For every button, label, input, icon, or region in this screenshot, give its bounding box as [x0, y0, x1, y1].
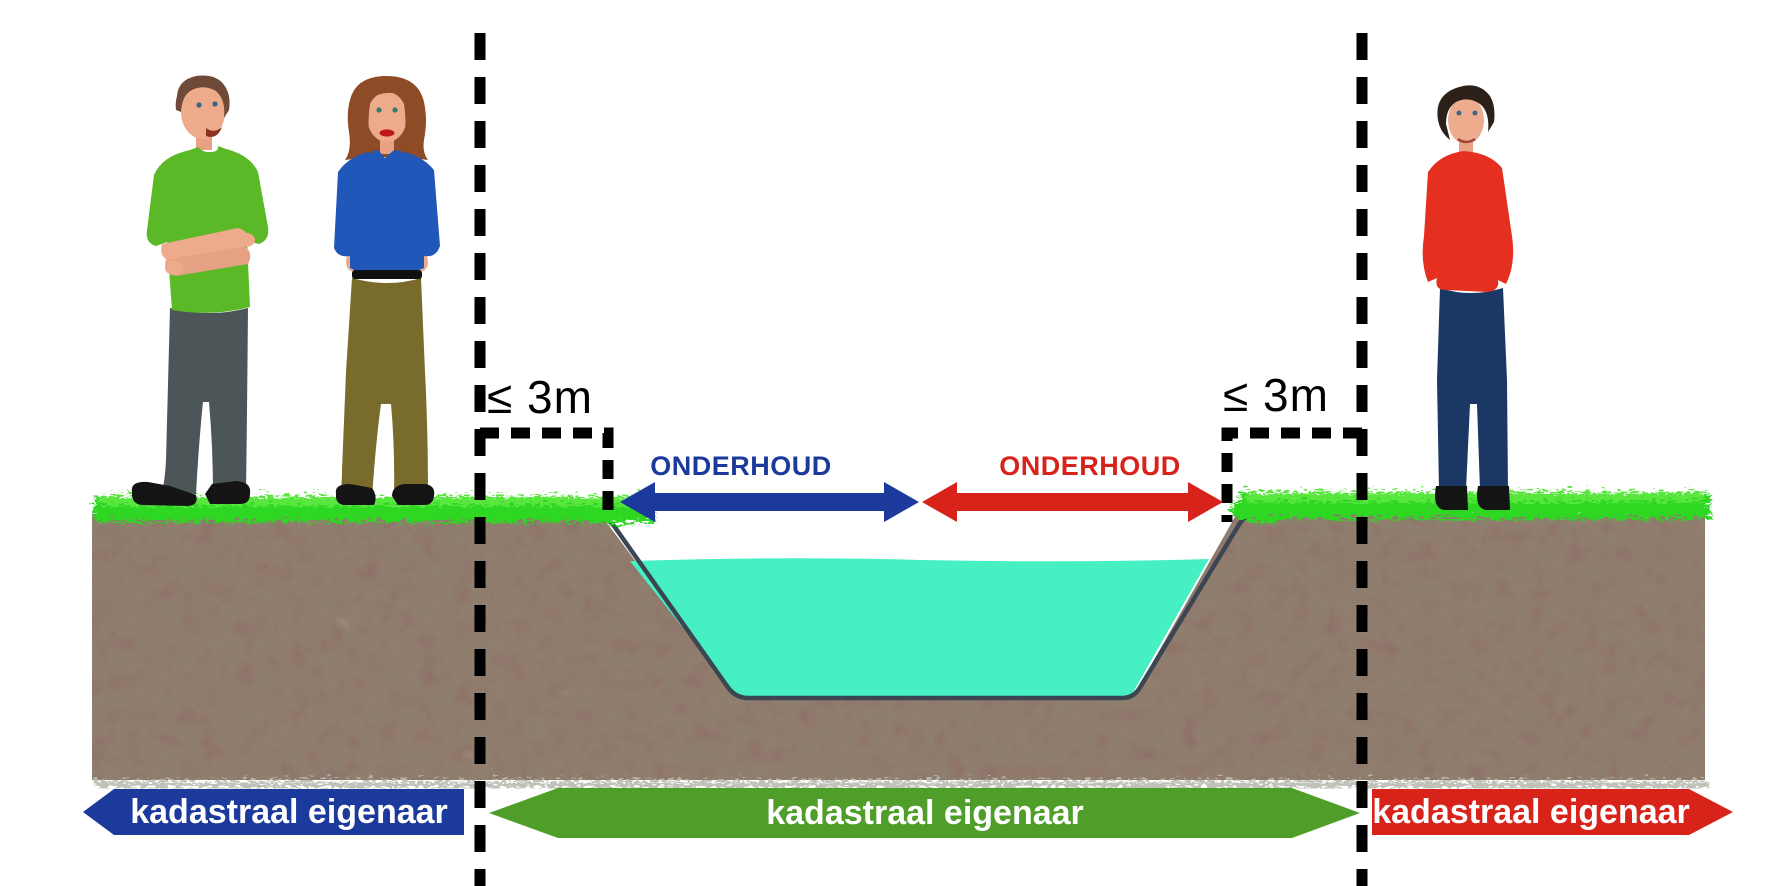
person-left-female-belt [352, 270, 422, 279]
ownership-banners [83, 788, 1733, 838]
ownership-label-left: kadastraal eigenaar [130, 793, 448, 831]
ditch-water [630, 558, 1209, 696]
maintenance-label-left: ONDERHOUD [650, 451, 832, 481]
person-left-male-shoe-right [205, 481, 251, 504]
person-left-female-lips [379, 129, 395, 137]
distance-bracket-left [480, 427, 614, 522]
ownership-banner-left [83, 789, 464, 835]
maintenance-arrow-right [922, 482, 1223, 522]
person-left-male [131, 75, 269, 506]
person-right-male [1422, 85, 1514, 510]
person-right-male-shoe-right [1477, 486, 1510, 510]
person-left-male-forearm-upper [161, 228, 249, 262]
person-left-male-mouth [206, 127, 222, 137]
person-left-female [334, 76, 440, 505]
person-left-male-pants [162, 308, 248, 494]
grass-right-highlight [1242, 488, 1700, 498]
maintenance-arrow-left [620, 482, 919, 522]
person-left-male-hand [237, 233, 255, 247]
ownership-label-center: kadastraal eigenaar [766, 794, 1084, 832]
maintenance-arrows [620, 482, 1223, 522]
person-left-male-hand2 [165, 261, 183, 275]
person-left-male-eye [196, 102, 202, 108]
person-left-male-eye2 [212, 101, 218, 107]
person-left-male-face [181, 85, 225, 139]
person-left-male-hair [175, 75, 230, 118]
ownership-banner-center [489, 788, 1360, 838]
person-right-male-shoe-left [1435, 486, 1468, 510]
person-right-male-pants [1437, 288, 1508, 490]
person-left-female-eye2 [392, 107, 398, 113]
person-right-male-mouth [1457, 137, 1476, 144]
person-left-female-pants [340, 278, 428, 497]
person-right-male-face [1448, 96, 1484, 144]
person-left-female-eye [376, 107, 382, 113]
person-left-female-hair-lock-right [401, 102, 414, 153]
person-left-female-hair-lock-left [360, 102, 373, 153]
person-left-female-shirt [334, 150, 440, 277]
distance-label-left: ≤ 3m [487, 371, 593, 423]
ownership-label-right: kadastraal eigenaar [1372, 793, 1690, 831]
maintenance-label-right: ONDERHOUD [999, 451, 1181, 481]
cadastral-boundaries [474, 33, 1368, 886]
person-left-male-shoe-left [131, 481, 197, 506]
distance-label-right: ≤ 3m [1223, 369, 1329, 421]
distance-bracket-right [1221, 427, 1362, 522]
person-left-female-shoe-left [335, 484, 376, 505]
person-left-male-shirt [146, 146, 269, 313]
person-right-male-eye2 [1472, 110, 1478, 116]
person-left-male-forearm-lower [165, 246, 251, 276]
soil-bottom-edge [92, 777, 1705, 784]
person-left-female-shoe-right [392, 484, 435, 505]
person-left-female-fringe [366, 84, 410, 104]
person-right-male-hair [1437, 85, 1495, 140]
person-right-male-eye [1456, 110, 1462, 116]
ownership-banner-right [1372, 789, 1733, 835]
grass-right-shoulder [1226, 493, 1290, 519]
person-right-male-shirt [1422, 151, 1514, 292]
person-left-female-face [367, 92, 407, 142]
